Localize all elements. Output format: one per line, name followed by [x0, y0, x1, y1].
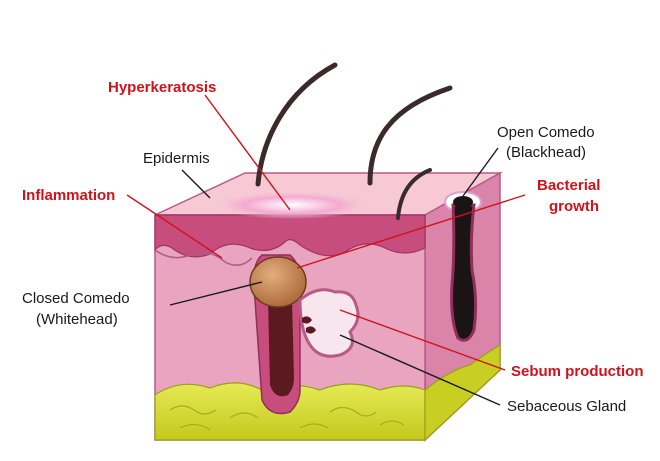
label-bacterial: Bacterial	[537, 177, 600, 194]
label-whitehead: (Whitehead)	[36, 311, 118, 328]
blackhead	[453, 196, 473, 208]
blackhead-follicle	[452, 205, 476, 340]
line-epidermis	[182, 170, 210, 198]
follicle-plug	[268, 300, 294, 396]
label-inflammation: Inflammation	[22, 187, 115, 204]
label-growth: growth	[549, 198, 599, 215]
label-sebum: Sebum production	[511, 363, 644, 380]
closed-comedo	[250, 257, 306, 307]
label-closed-comedo: Closed Comedo	[22, 290, 130, 307]
label-hyperkeratosis: Hyperkeratosis	[108, 79, 216, 96]
hair-2	[370, 88, 450, 183]
hyperkeratosis-area	[212, 191, 372, 219]
label-sebaceous: Sebaceous Gland	[507, 398, 626, 415]
label-open-comedo: Open Comedo	[497, 124, 595, 141]
hair-1	[258, 65, 335, 184]
label-blackhead: (Blackhead)	[506, 144, 586, 161]
label-epidermis: Epidermis	[143, 150, 210, 167]
